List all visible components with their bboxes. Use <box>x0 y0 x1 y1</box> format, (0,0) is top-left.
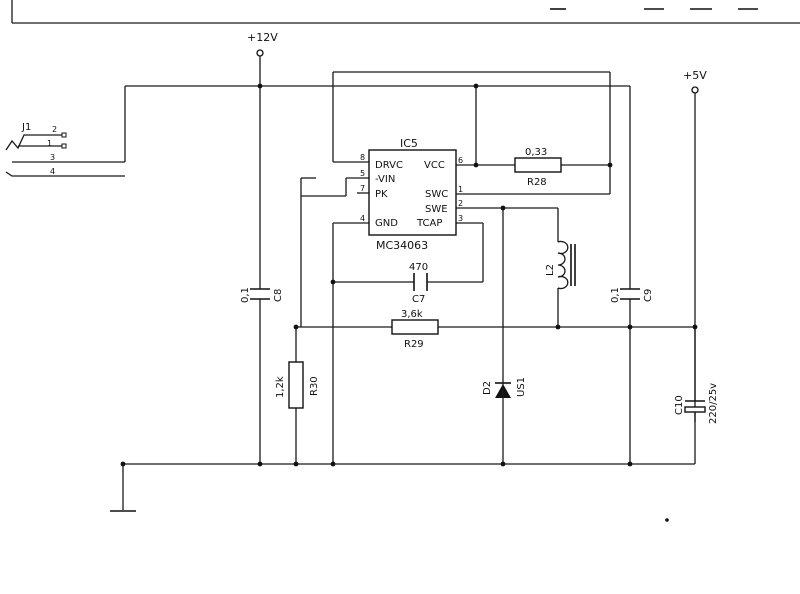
d2-value: US1 <box>516 377 527 397</box>
wires <box>12 71 696 510</box>
ic5-mc34063: IC5 MC34063 DRVC -VIN PK GND VCC SWC SWE… <box>360 137 463 252</box>
ic-pin-num-vin: 5 <box>360 169 365 178</box>
ic-pin-label-vcc: VCC <box>424 160 445 171</box>
ic-pin-num-drvc: 8 <box>360 153 365 162</box>
r28-ref: R28 <box>527 177 547 188</box>
resistor-r29: 3,6k R29 <box>391 309 439 350</box>
j1-pin-1: 1 <box>47 139 52 148</box>
c8-value: 0,1 <box>240 287 251 303</box>
inductor-l2: L2 <box>545 240 576 290</box>
capacitor-c9: 0,1 C9 <box>610 287 654 303</box>
c7-ref: C7 <box>412 294 425 305</box>
c7-value: 470 <box>409 262 428 273</box>
r28-value: 0,33 <box>525 147 547 158</box>
resistor-r28: 0,33 R28 <box>514 147 562 188</box>
r29-value: 3,6k <box>401 309 423 320</box>
supply-12v: +12V <box>247 31 278 86</box>
title-block-border <box>11 0 800 24</box>
j1-ref: J1 <box>21 122 31 133</box>
ic-pin-num-tcap: 3 <box>458 214 463 223</box>
j1-pin-2: 2 <box>52 125 57 134</box>
connector-j1: J1 2 1 3 4 <box>5 122 67 177</box>
j1-pin-4: 4 <box>50 167 55 176</box>
ic-pin-num-vcc: 6 <box>458 156 463 165</box>
ic-pin-label-vin: -VIN <box>375 174 395 185</box>
c10-value: 220/25v <box>708 383 719 424</box>
c9-value: 0,1 <box>610 287 621 303</box>
ic-pin-num-swe: 2 <box>458 199 463 208</box>
l2-ref: L2 <box>545 264 556 276</box>
ic-pin-num-pk: 7 <box>360 184 365 193</box>
r30-ref: R30 <box>309 376 320 396</box>
ic-pin-label-gnd: GND <box>375 218 398 229</box>
r29-ref: R29 <box>404 339 424 350</box>
ic-pin-label-swe: SWE <box>425 204 448 215</box>
resistor-r30: 1,2k R30 <box>275 361 320 409</box>
capacitor-c8: 0,1 C8 <box>240 287 284 303</box>
diode-d2: D2 US1 <box>482 372 527 400</box>
capacitor-c10: C10 220/25v <box>674 383 719 424</box>
capacitor-c7: 470 C7 <box>409 262 428 305</box>
ic-ref: IC5 <box>400 137 418 150</box>
supply-5v-label: +5V <box>683 69 707 82</box>
c10-ref: C10 <box>674 395 685 415</box>
ic-pin-label-swc: SWC <box>425 189 448 200</box>
ic-pin-num-gnd: 4 <box>360 214 365 223</box>
d2-ref: D2 <box>482 381 493 395</box>
junctions <box>120 83 698 522</box>
r30-value: 1,2k <box>275 376 286 398</box>
supply-12v-label: +12V <box>247 31 278 44</box>
ic-pin-label-pk: PK <box>375 189 388 200</box>
ic-pin-num-swc: 1 <box>458 185 463 194</box>
c9-ref: C9 <box>643 289 654 302</box>
ic-pin-label-tcap: TCAP <box>416 218 442 229</box>
c8-ref: C8 <box>273 289 284 302</box>
j1-pin-3: 3 <box>50 153 55 162</box>
supply-5v: +5V <box>683 69 707 464</box>
ic-pin-label-drvc: DRVC <box>375 160 403 171</box>
ic-part: MC34063 <box>376 239 428 252</box>
